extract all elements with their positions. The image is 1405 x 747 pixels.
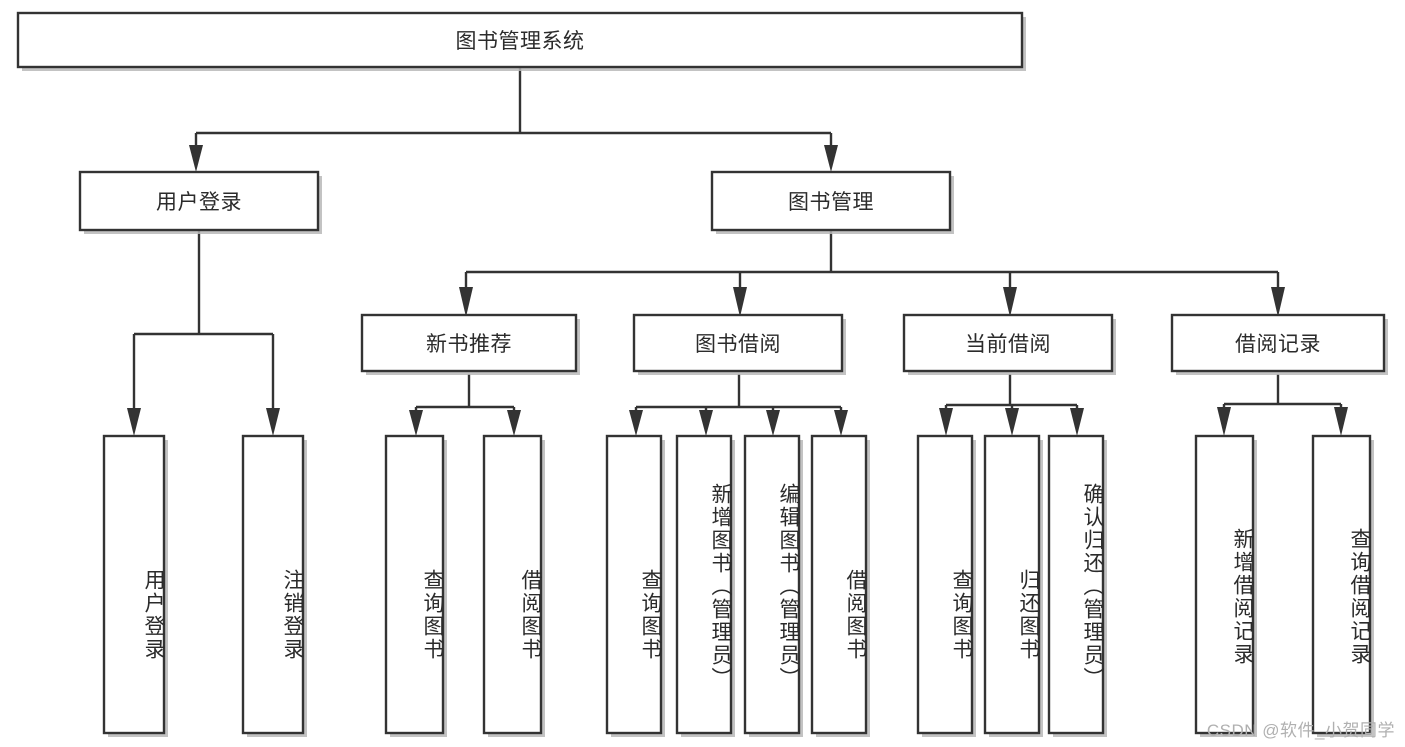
leaf-new-book-1-box[interactable] [384, 434, 445, 735]
leaf-new-book-2-box[interactable] [482, 434, 543, 735]
arrow-to-borrow-record [1271, 287, 1285, 317]
arrow-to-leaf-user-login [127, 408, 141, 436]
arrow-to-new-book [459, 287, 473, 317]
arrow-bookborrow-leaf-2 [699, 410, 713, 436]
leaf-user-login-1-box[interactable] [102, 434, 166, 735]
arrow-borrowrecord-leaf-1 [1217, 407, 1231, 436]
leaf-book-borrow-3-box[interactable] [743, 434, 801, 735]
arrow-bookborrow-leaf-3 [766, 410, 780, 436]
arrow-borrowrecord-leaf-2 [1334, 407, 1348, 436]
nodes-layer [16, 11, 1388, 737]
node-book-borrow-box[interactable] [632, 313, 844, 373]
leaf-book-borrow-4-box[interactable] [810, 434, 868, 735]
arrow-newbook-leaf-2 [507, 410, 521, 436]
leaf-borrow-record-2-box[interactable] [1311, 434, 1372, 735]
node-root-box[interactable] [16, 11, 1024, 69]
arrow-bookborrow-leaf-4 [834, 410, 848, 436]
leaf-current-borrow-3-box[interactable] [1047, 434, 1105, 735]
arrow-currentborrow-leaf-3 [1070, 408, 1084, 436]
watermark-text: CSDN @软件_小贺同学 [1206, 721, 1395, 740]
node-book-mgmt-box[interactable] [710, 170, 952, 232]
leaf-book-borrow-1-box[interactable] [605, 434, 663, 735]
arrow-to-book-mgmt [824, 145, 838, 172]
arrow-to-book-borrow [733, 287, 747, 317]
leaf-book-borrow-2-box[interactable] [675, 434, 733, 735]
edges-layer [127, 67, 1348, 436]
node-current-borrow-box[interactable] [902, 313, 1114, 373]
leaf-borrow-record-1-box[interactable] [1194, 434, 1255, 735]
leaf-current-borrow-1-box[interactable] [916, 434, 974, 735]
node-borrow-record-box[interactable] [1170, 313, 1386, 373]
arrow-bookborrow-leaf-1 [629, 410, 643, 436]
arrow-currentborrow-leaf-1 [939, 408, 953, 436]
arrow-to-user-login [189, 145, 203, 172]
node-user-login-box[interactable] [78, 170, 320, 232]
arrow-newbook-leaf-1 [409, 410, 423, 436]
arrow-to-current-borrow [1003, 287, 1017, 317]
arrow-to-leaf-logout [266, 408, 280, 436]
leaf-user-login-2-box[interactable] [241, 434, 305, 735]
leaf-current-borrow-2-box[interactable] [983, 434, 1041, 735]
node-new-book-box[interactable] [360, 313, 578, 373]
arrow-currentborrow-leaf-2 [1005, 408, 1019, 436]
